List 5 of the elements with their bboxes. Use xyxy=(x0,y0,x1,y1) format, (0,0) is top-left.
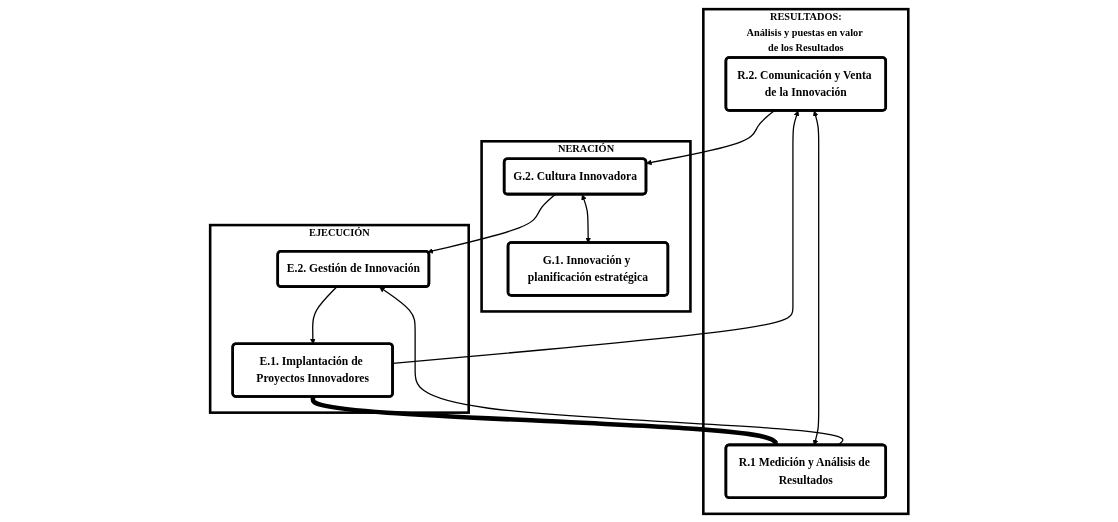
arrow xyxy=(310,396,779,445)
arrow xyxy=(645,109,775,165)
arrow xyxy=(392,109,799,364)
arrow xyxy=(427,193,556,254)
arrow xyxy=(812,110,820,445)
